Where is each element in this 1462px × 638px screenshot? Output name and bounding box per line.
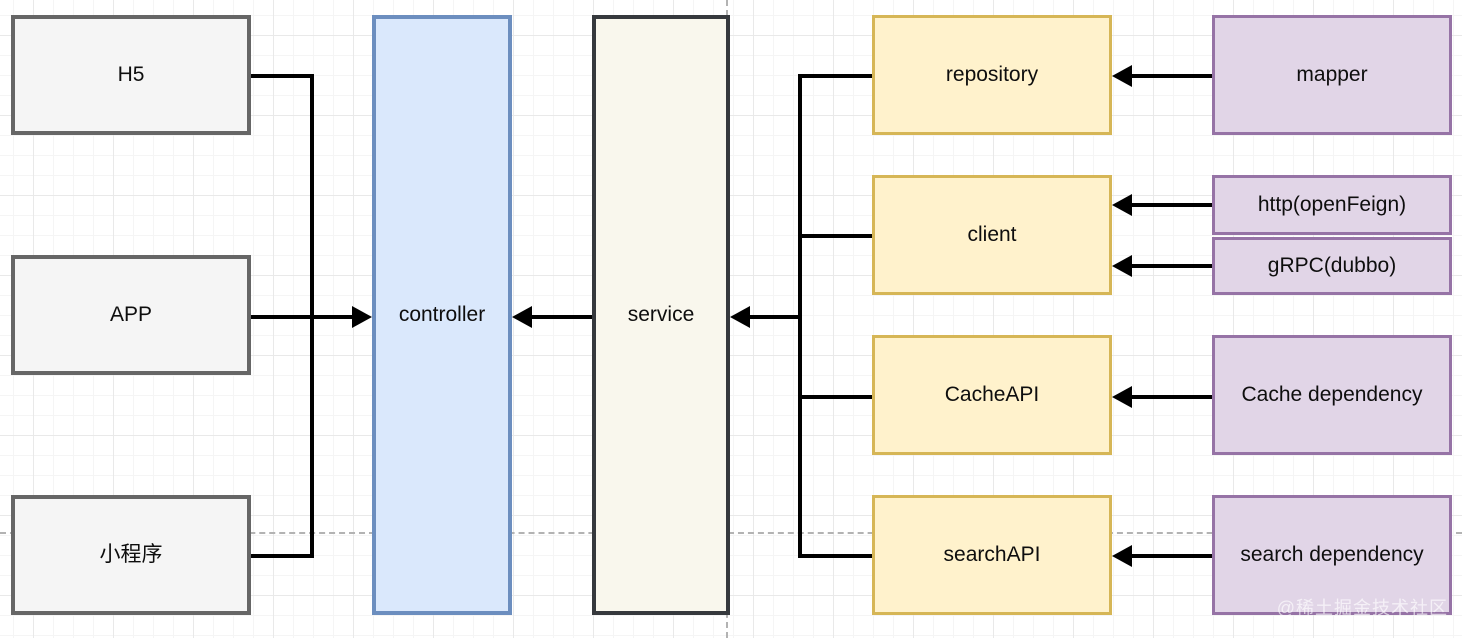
page-boundary-horizontal-guide (0, 532, 1462, 534)
node-cache-dependency-label: Cache dependency (1241, 383, 1423, 407)
node-grpc-dubbo-label: gRPC(dubbo) (1267, 254, 1397, 278)
arrowhead-into-cacheapi (1112, 386, 1132, 408)
node-controller: controller (372, 15, 512, 615)
edge-cachedep-to-cacheapi (1130, 395, 1212, 399)
edge-trunk-to-service (748, 315, 800, 319)
node-cache-api: CacheAPI (872, 335, 1112, 455)
edge-h5-to-trunk (251, 74, 314, 78)
edge-http-to-client (1130, 203, 1212, 207)
node-http-openfeign-label: http(openFeign) (1257, 193, 1407, 217)
edge-client-to-trunk (798, 234, 872, 238)
node-mapper: mapper (1212, 15, 1452, 135)
node-client: client (872, 175, 1112, 295)
arrowhead-into-repository (1112, 65, 1132, 87)
node-client-label: client (967, 223, 1017, 247)
edge-grpc-to-client (1130, 264, 1212, 268)
node-cache-dependency: Cache dependency (1212, 335, 1452, 455)
node-controller-label: controller (398, 303, 486, 327)
arrowhead-into-controller-right (512, 306, 532, 328)
node-mapper-label: mapper (1296, 63, 1368, 87)
node-search-api-label: searchAPI (943, 543, 1041, 567)
node-service-label: service (627, 303, 695, 327)
node-search-api: searchAPI (872, 495, 1112, 615)
node-app-label: APP (109, 303, 153, 327)
edge-searchapi-to-trunk (798, 554, 872, 558)
edge-right-trunk (798, 74, 802, 558)
node-cache-api-label: CacheAPI (944, 383, 1040, 407)
node-app: APP (11, 255, 251, 375)
edge-miniprogram-to-trunk (251, 554, 314, 558)
node-grpc-dubbo: gRPC(dubbo) (1212, 237, 1452, 295)
edge-repository-to-trunk (798, 74, 872, 78)
edge-mapper-to-repository (1130, 74, 1212, 78)
node-h5: H5 (11, 15, 251, 135)
node-h5-label: H5 (117, 63, 145, 87)
node-search-dependency: search dependency (1212, 495, 1452, 615)
node-mini-program-label: 小程序 (99, 543, 163, 567)
node-http-openfeign: http(openFeign) (1212, 175, 1452, 235)
arrowhead-into-service-right (730, 306, 750, 328)
node-service: service (592, 15, 730, 615)
arrowhead-into-searchapi (1112, 545, 1132, 567)
arrowhead-into-client-upper (1112, 194, 1132, 216)
edge-service-to-controller (530, 315, 592, 319)
edge-cacheapi-to-trunk (798, 395, 872, 399)
arrowhead-into-controller-left (352, 306, 372, 328)
arrowhead-into-client-lower (1112, 255, 1132, 277)
node-repository-label: repository (945, 63, 1039, 87)
node-mini-program: 小程序 (11, 495, 251, 615)
edge-searchdep-to-searchapi (1130, 554, 1212, 558)
node-repository: repository (872, 15, 1112, 135)
edge-app-to-controller (251, 315, 353, 319)
node-search-dependency-label: search dependency (1240, 543, 1424, 567)
